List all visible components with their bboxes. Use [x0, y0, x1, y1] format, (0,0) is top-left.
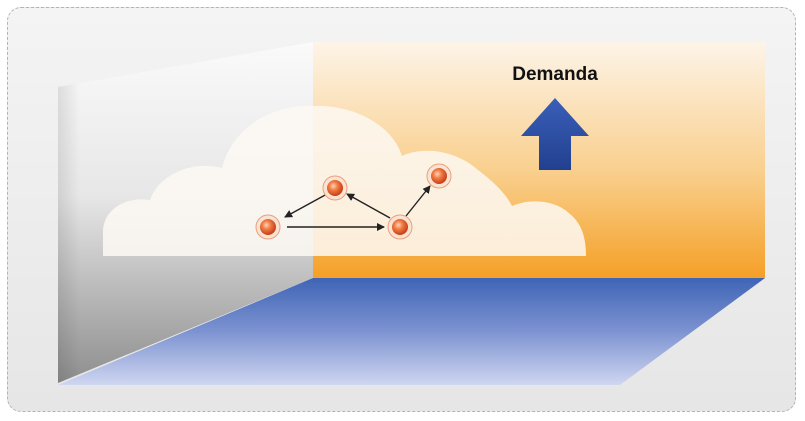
demand-label: Demanda [512, 64, 598, 85]
network-node [387, 214, 413, 240]
network-edges [284, 185, 431, 231]
up-arrow-icon [521, 98, 589, 170]
edge-n2-to-n1 [346, 193, 391, 219]
floor-panel [58, 278, 765, 385]
edge-n2-to-n3 [405, 185, 431, 217]
side-wall-shade [58, 83, 80, 383]
network-node [426, 163, 452, 189]
network-node [322, 175, 348, 201]
network-node [255, 214, 281, 240]
edge-n1-to-n0 [284, 193, 328, 218]
network-nodes [255, 163, 452, 240]
